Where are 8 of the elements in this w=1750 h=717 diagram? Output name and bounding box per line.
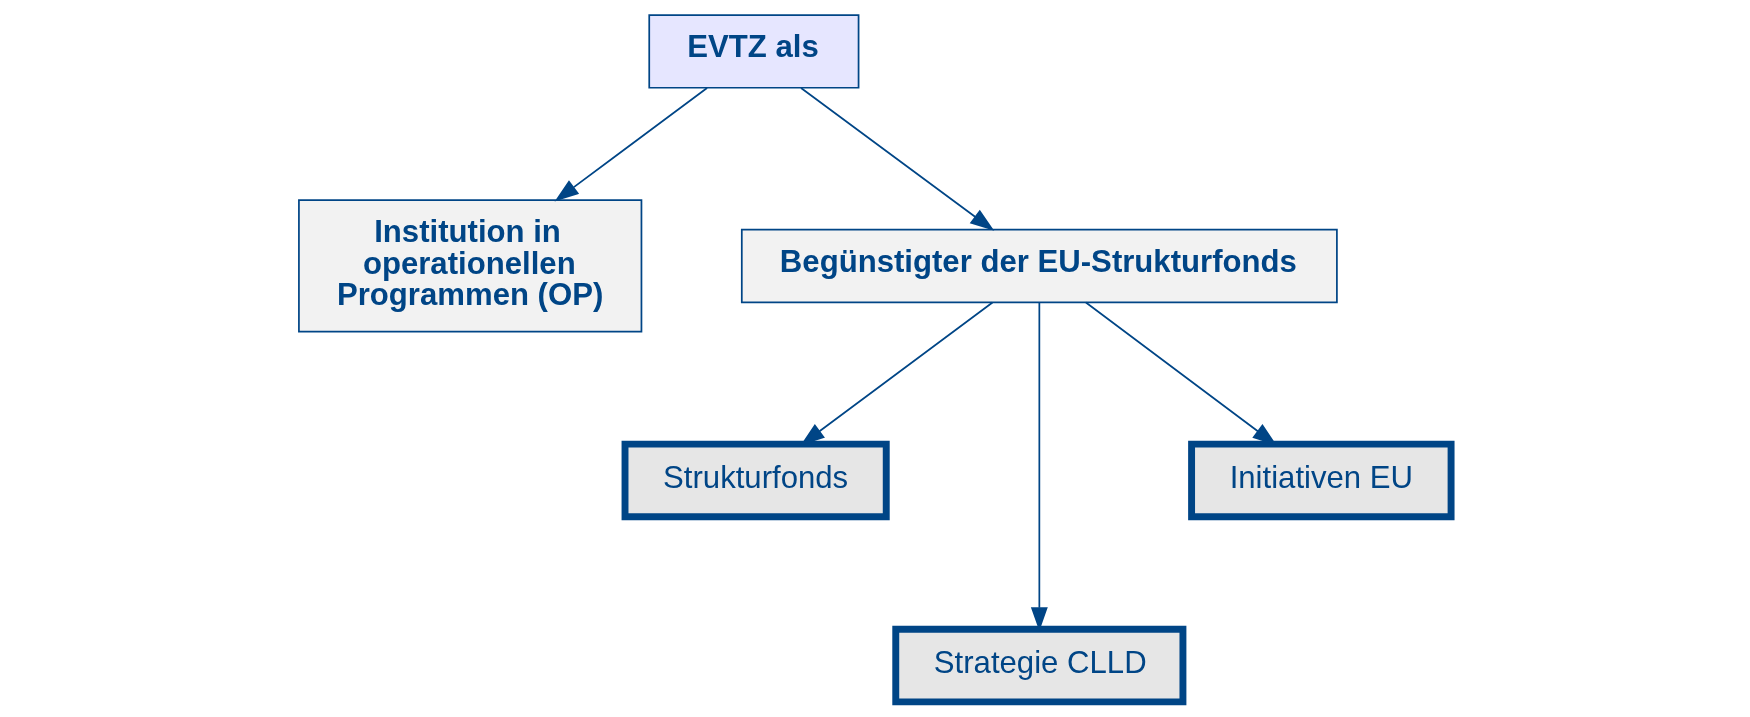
node-box: EVTZ als: [648, 14, 860, 89]
node-box: Begünstigter der EU-Strukturfonds: [740, 228, 1338, 304]
arrow: [554, 87, 708, 202]
node-box: Institution in operationellen Programmen (OP): [298, 199, 643, 333]
arrow: [800, 87, 995, 231]
node-box: Strukturfonds: [621, 440, 890, 521]
node-box: Initiativen EU: [1188, 440, 1455, 521]
node-box: Strategie CLLD: [892, 625, 1187, 706]
